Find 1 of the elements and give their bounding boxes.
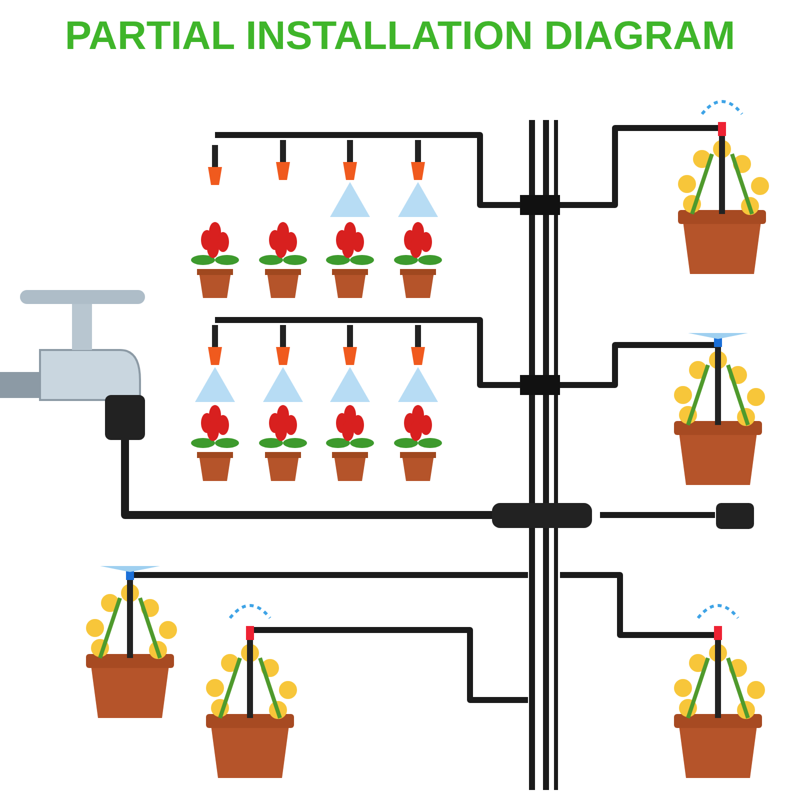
title-heading: PARTIAL INSTALLATION DIAGRAM [64,14,736,59]
